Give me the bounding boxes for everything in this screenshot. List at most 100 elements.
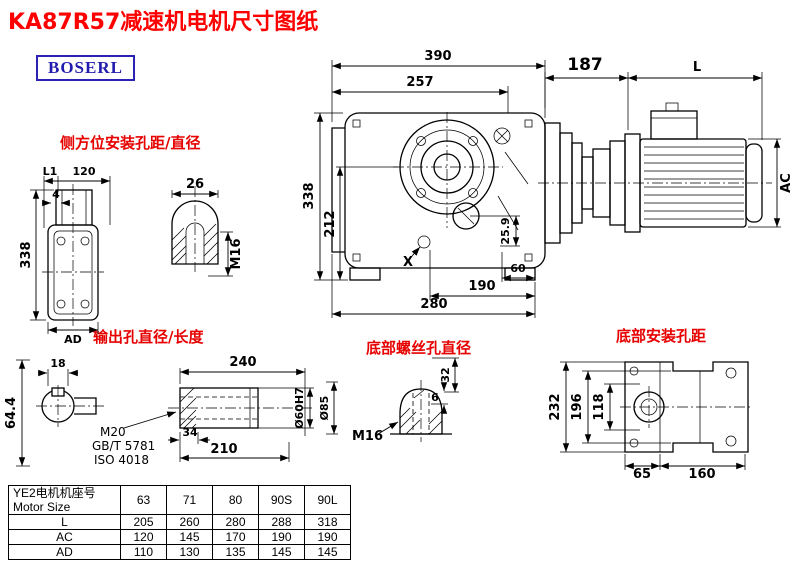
- label-bottom-screw: 底部螺丝孔直径: [366, 339, 472, 357]
- gearbox-dimensions: 390 257 338 212 25.9 60 190 280 X: [302, 49, 546, 318]
- technical-drawing: 390 257 338 212 25.9 60 190 280 X: [4, 49, 794, 482]
- side-mount-view: [42, 184, 104, 326]
- dim-height-axis: 212: [323, 210, 338, 237]
- centerlines: [393, 112, 503, 228]
- standard-iso: ISO 4018: [94, 453, 149, 467]
- table-cell: 190: [304, 529, 351, 545]
- base-outline: [624, 361, 749, 453]
- table-col-80: 80: [212, 485, 259, 515]
- dim-64-4: 64.4: [4, 397, 19, 429]
- dim-foot-280: 280: [420, 297, 447, 312]
- row-label-AC: AC: [8, 529, 121, 545]
- dim-M16-screw: M16: [352, 429, 383, 444]
- dim-L1: L1: [43, 165, 58, 178]
- dim-118: 118: [592, 393, 607, 420]
- dim-AC: AC: [779, 173, 794, 193]
- row-label-L: L: [8, 514, 121, 530]
- hatching: [171, 223, 219, 265]
- side-mount-dimensions: L1 120 4 338 AD: [19, 165, 111, 346]
- slot-outline: [171, 200, 219, 265]
- bottom-mount-dimensions: 232 196 118 65 160: [548, 361, 746, 482]
- bolt-hole: [80, 299, 90, 309]
- table-cell: 170: [212, 529, 259, 545]
- label-output-hole: 输出孔直径/长度: [93, 328, 204, 346]
- row-label-AD: AD: [8, 544, 121, 560]
- terminal-box: [650, 110, 698, 140]
- brand-logo: BOSERL: [36, 55, 135, 81]
- dim-65: 65: [633, 467, 651, 482]
- table-cell: 145: [258, 544, 305, 560]
- table-cell: 205: [120, 514, 167, 530]
- bolt-hole: [80, 236, 90, 246]
- output-shaft-view: 18 64.4 240 34 210 Ø60H7 Ø85 M20 GB/T 5: [4, 355, 338, 467]
- dim-height-total: 338: [302, 182, 317, 209]
- table-col-90S: 90S: [258, 485, 305, 515]
- table-cell: 145: [166, 529, 213, 545]
- bottom-screw-detail: 32 6 M16: [352, 357, 459, 444]
- table-col-63: 63: [120, 485, 167, 515]
- dim-AD: AD: [64, 333, 82, 346]
- flange-hole-detail: 26 M16: [171, 177, 244, 277]
- x-marker: X: [403, 255, 413, 270]
- mount-hole: [725, 367, 737, 379]
- dim-foot-60: 60: [510, 262, 526, 275]
- dim-32: 32: [439, 367, 452, 382]
- gearbox-foot-left: [349, 267, 381, 281]
- table-header-en: Motor Size: [13, 500, 71, 514]
- dim-6: 6: [431, 391, 439, 404]
- table-row-L: L 205 260 280 288 318: [8, 514, 351, 530]
- dim-240: 240: [229, 355, 256, 370]
- dim-foot-190: 190: [468, 279, 495, 294]
- dim-187: 187: [567, 55, 603, 75]
- dim-338-side: 338: [19, 241, 34, 268]
- dim-width-total: 390: [424, 49, 451, 64]
- dim-L: L: [693, 60, 701, 75]
- standard-gbt: GB/T 5781: [92, 439, 155, 453]
- table-cell: 280: [212, 514, 259, 530]
- table-cell: 135: [212, 544, 259, 560]
- motor-size-table: YE2电机机座号 Motor Size 63 71 80 90S 90L L 2…: [8, 485, 351, 560]
- dim-160: 160: [688, 467, 715, 482]
- dim-232: 232: [548, 393, 563, 420]
- mount-hole: [725, 435, 737, 447]
- motor-side-view: [538, 102, 772, 244]
- page-title: KA87R57减速机电机尺寸图纸: [8, 10, 319, 35]
- table-row-AC: AC 120 145 170 190 190: [8, 529, 351, 545]
- table-header-row: YE2电机机座号 Motor Size 63 71 80 90S 90L: [8, 485, 351, 515]
- dim-width-flange: 257: [406, 75, 433, 90]
- table-cell: 130: [166, 544, 213, 560]
- gearbox-front-view: [331, 112, 546, 281]
- dim-4: 4: [52, 188, 60, 201]
- dim-M16-slot: M16: [229, 238, 244, 269]
- dim-34: 34: [182, 426, 198, 439]
- table-cell: 120: [120, 529, 167, 545]
- label-bottom-mount: 底部安装孔距: [616, 327, 707, 345]
- table-cell: 318: [304, 514, 351, 530]
- thread-spec: M20: [100, 425, 126, 439]
- table-cell: 260: [166, 514, 213, 530]
- hatching: [399, 389, 443, 435]
- dim-18: 18: [50, 357, 65, 370]
- table-cell: 190: [258, 529, 305, 545]
- motor-fins: [644, 146, 744, 220]
- table-header-cn: YE2电机机座号: [13, 486, 96, 500]
- bolt-hole: [56, 299, 66, 309]
- table-col-90L: 90L: [304, 485, 351, 515]
- motor-dimensions: 187 L AC: [544, 55, 794, 228]
- hatching: [179, 387, 197, 429]
- dim-dia85: Ø85: [318, 396, 331, 421]
- gearbox-housing: [344, 112, 546, 269]
- table-cell: 288: [258, 514, 305, 530]
- bottom-mount-view: [620, 361, 753, 453]
- table-row-AD: AD 110 130 135 145 145: [8, 544, 351, 560]
- dim-196: 196: [570, 393, 585, 420]
- dim-26: 26: [186, 177, 204, 192]
- dim-120: 120: [73, 165, 96, 178]
- x-hole-circle: [417, 235, 431, 249]
- bolt-hole: [56, 236, 66, 246]
- dim-210: 210: [210, 442, 237, 457]
- label-side-mount: 侧方位安装孔距/直径: [60, 134, 201, 152]
- table-header-motor-size: YE2电机机座号 Motor Size: [8, 485, 121, 515]
- table-col-71: 71: [166, 485, 213, 515]
